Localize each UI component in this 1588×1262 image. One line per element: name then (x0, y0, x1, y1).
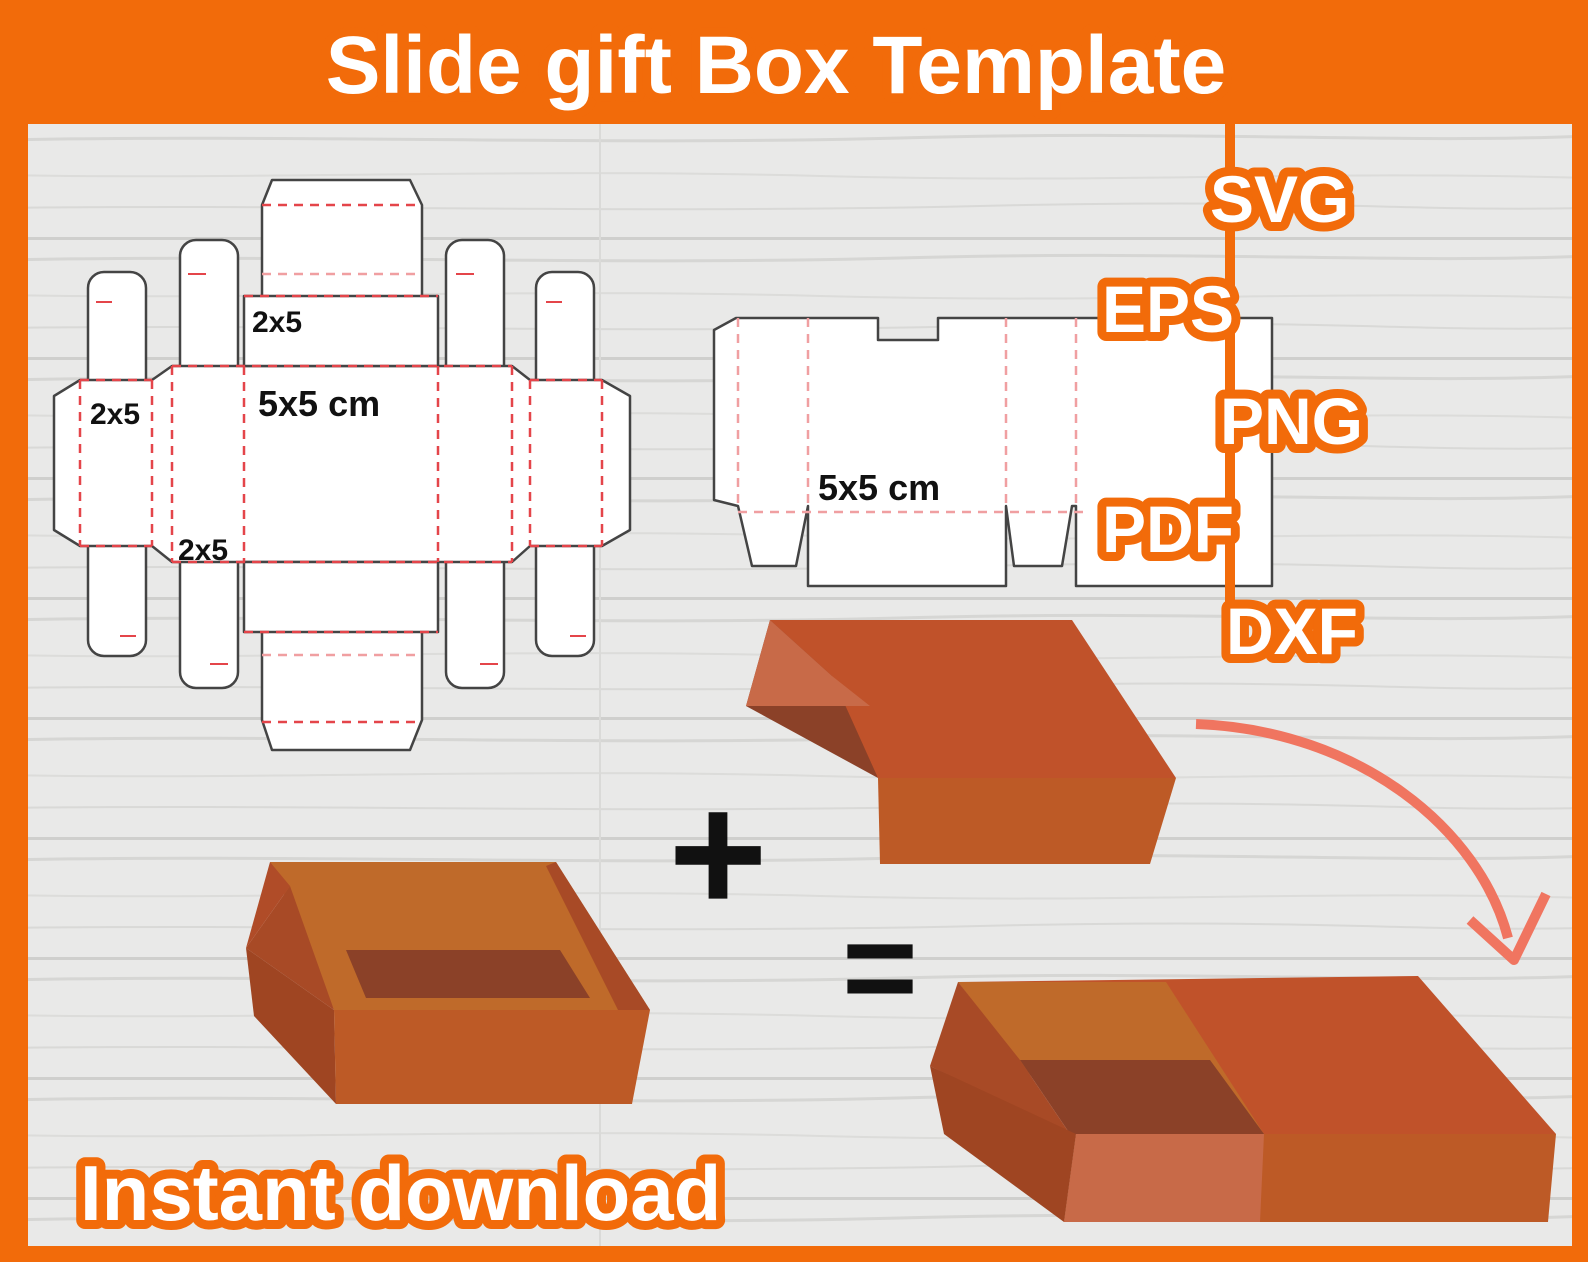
tray-label-bottom: 2x5 (178, 534, 228, 567)
tray-label-left: 2x5 (90, 398, 140, 431)
format-eps: EPS (1102, 272, 1234, 346)
tray-net-diagram: 2x5 2x5 2x5 5x5 cm (52, 178, 632, 752)
page-title: Slide gift Box Template (326, 20, 1227, 111)
format-svg: SVG (1210, 162, 1349, 236)
tray-bottom-flap (260, 628, 424, 752)
sleeve-3d-illustration (746, 620, 1176, 864)
format-png: PNG (1220, 384, 1363, 458)
sleeve-main-dimension: 5x5 cm (818, 467, 940, 508)
equals-operator: = (842, 894, 918, 1040)
instant-download-label: Instant download (80, 1149, 721, 1237)
format-dxf: DXF (1226, 594, 1358, 668)
tray-side-top (242, 294, 440, 368)
sleeve-body (712, 316, 1274, 588)
tray-main-dimension: 5x5 cm (258, 383, 380, 424)
tray-3d-illustration (246, 862, 650, 1104)
sleeve-net-diagram: 5x5 cm (712, 316, 1274, 588)
assembled-box-illustration (930, 976, 1556, 1222)
tray-side-bottom (242, 560, 440, 634)
curved-arrow (1195, 719, 1551, 965)
format-pdf: PDF (1102, 492, 1234, 566)
plus-operator: + (668, 759, 767, 949)
format-list: SVG EPS PNG PDF DXF (1093, 124, 1372, 677)
tray-label-top: 2x5 (252, 306, 302, 339)
